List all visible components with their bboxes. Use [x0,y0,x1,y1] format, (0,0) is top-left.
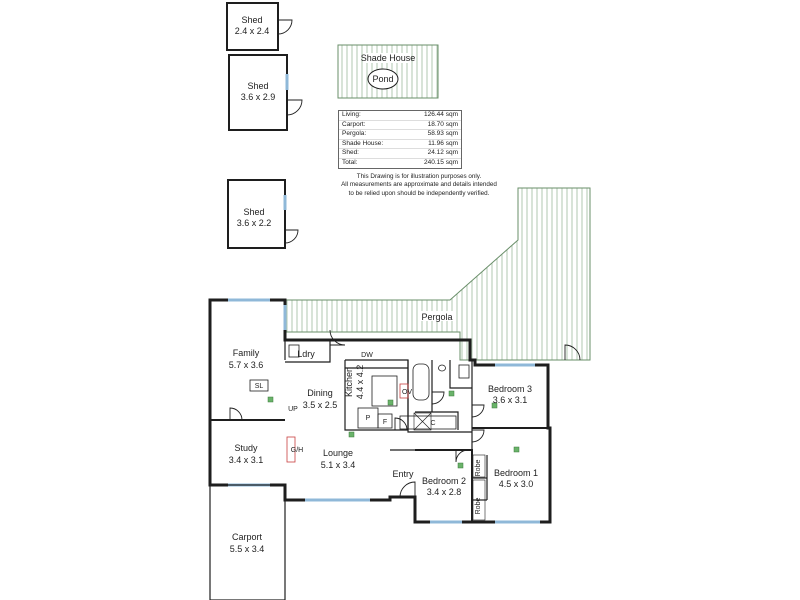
bedroom3-size: 3.6 x 3.1 [493,395,528,405]
area-row: Pergola:58.93 sqm [339,130,461,140]
shed-2: Shed 3.6 x 2.9 [228,54,303,131]
dining-size: 3.5 x 2.5 [303,400,338,410]
shade-house-name: Shade House [361,53,416,63]
ov-label: OV [402,389,412,396]
c-label: C [430,420,435,427]
bedroom2-name: Bedroom 2 [422,476,466,486]
dining-name: Dining [307,388,333,398]
shed-2-size: 3.6 x 2.9 [241,92,276,102]
area-row: Carport:18.70 sqm [339,121,461,131]
shed-3-name: Shed [243,207,264,217]
pergola-name: Pergola [421,312,452,322]
carport-name: Carport [232,532,263,542]
robe-label-lower: Robe [475,498,482,515]
dw-label: DW [361,352,373,359]
lounge-size: 5.1 x 3.4 [321,460,356,470]
area-row: Shade House:11.96 sqm [339,140,461,150]
kitchen-name: Kitchen [344,367,354,397]
shed-1-name: Shed [241,15,262,25]
p-label: P [366,415,371,422]
area-row: Living:126.44 sqm [339,111,461,121]
shade-house: Shade House Pond [337,44,439,99]
area-row: Total:240.15 sqm [342,158,458,166]
carport [209,484,286,600]
lounge-name: Lounge [323,448,353,458]
study-name: Study [234,443,258,453]
shed-3-size: 3.6 x 2.2 [237,218,272,228]
pond-name: Pond [372,74,393,84]
sl-label: SL [255,383,264,390]
disclaimer-line: This Drawing is for illustration purpose… [356,173,482,180]
disclaimer-line: to be relied upon should be independentl… [348,189,490,197]
up-label: UP [288,406,298,413]
shed-1: Shed 2.4 x 2.4 [226,2,293,51]
bedroom1-size: 4.5 x 3.0 [499,479,534,489]
shed-1-size: 2.4 x 2.4 [235,26,270,36]
bedroom3-name: Bedroom 3 [488,384,532,394]
carport-size: 5.5 x 3.4 [230,544,265,554]
f-label: F [383,419,387,426]
pergola: Pergola [284,187,591,361]
study-size: 3.4 x 3.1 [229,455,264,465]
area-row: Shed:24.12 sqm [339,149,461,159]
robe-label-upper: Robe [475,460,482,477]
disclaimer: This Drawing is for illustration purpose… [333,173,505,198]
kitchen-size: 4.4 x 4.2 [355,365,365,400]
bedroom2-size: 3.4 x 2.8 [427,487,462,497]
shed-2-name: Shed [247,81,268,91]
entry-name: Entry [392,469,414,479]
family-name: Family [233,348,260,358]
bedroom1-name: Bedroom 1 [494,468,538,478]
area-table: Living:126.44 sqm Carport:18.70 sqm Perg… [338,110,462,169]
ldry-name: Ldry [297,349,315,359]
family-size: 5.7 x 3.6 [229,360,264,370]
kitchen-label: Kitchen 4.4 x 4.2 [344,365,365,400]
shed-3: Shed 3.6 x 2.2 [227,179,299,249]
disclaimer-line: All measurements are approximate and det… [341,181,497,189]
gh-label: G/H [291,447,303,454]
